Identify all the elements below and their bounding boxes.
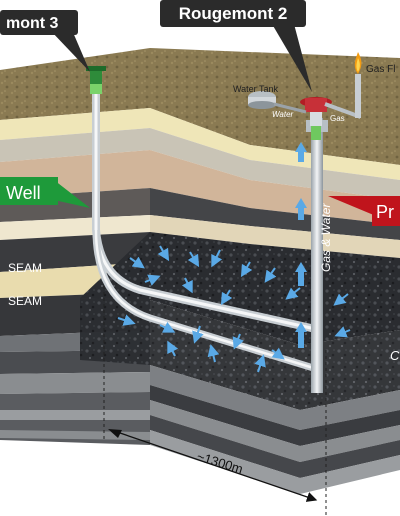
flow-arrow-icon — [295, 322, 307, 348]
flow-arrow-icon — [159, 321, 176, 333]
flow-arrow-icon — [144, 274, 161, 286]
water-tank — [248, 91, 276, 109]
flow-arrow-icon — [254, 354, 266, 373]
well-callout-pointer — [54, 180, 90, 208]
flow-arrow-icon — [295, 142, 307, 162]
flow-arrow-icon — [192, 325, 204, 344]
water-tank-label: Water Tank — [233, 84, 279, 94]
flow-arrow-icon — [271, 347, 285, 360]
flow-arrow-icon — [207, 344, 220, 363]
water-pipe-label: Water — [272, 110, 294, 119]
callout-label-right: Rougemont 2 — [179, 4, 288, 23]
well-callout-box — [0, 177, 58, 205]
dimension-arrow-icon — [119, 432, 318, 502]
flow-arrow-icon — [264, 267, 277, 283]
production-callout-box — [372, 196, 400, 226]
flow-arrow-icon — [129, 256, 145, 269]
callout-box-left — [0, 10, 78, 35]
gas-pipe-label: Gas — [330, 114, 345, 123]
production-callout-pointer — [328, 196, 376, 216]
flow-arrow-icon — [157, 245, 170, 262]
flow-arrow-icon — [232, 333, 244, 350]
seam-label-upper: SEAM — [8, 261, 42, 275]
flow-arrow-icon — [333, 293, 349, 306]
right-edge-label: C — [390, 348, 400, 363]
flow-arrow-icon — [295, 262, 307, 286]
production-callout-label: Pr — [376, 202, 394, 222]
callout-pointer-right — [272, 24, 312, 92]
seam-label-lower: SEAM — [8, 294, 42, 308]
water-pipe — [273, 102, 307, 114]
production-well-pipe — [311, 118, 323, 393]
flow-arrow-icon — [167, 340, 179, 357]
gas-flare-label: Gas Fl — [366, 64, 395, 75]
flow-arrow-icon — [211, 249, 223, 268]
callout-box-right — [160, 0, 306, 27]
flow-arrow-icon — [187, 251, 200, 268]
callout-label-left: mont 3 — [6, 15, 59, 32]
well-callout-label: Well — [6, 183, 41, 203]
up-arrows — [295, 142, 307, 348]
flow-arrow-icon — [220, 289, 233, 306]
flow-arrow-icon — [285, 287, 301, 300]
strata-right — [150, 108, 400, 258]
flow-arrow-icon — [334, 326, 351, 338]
gas-water-label: Gas & Water — [319, 203, 333, 272]
flow-arrow-icon — [295, 198, 307, 220]
wellhead-right — [300, 97, 332, 140]
flow-arrow-icon — [240, 261, 253, 278]
wellhead-icon — [305, 98, 327, 112]
wellhead-left — [86, 66, 106, 94]
gas-flare — [354, 52, 362, 118]
flow-arrow-icon — [117, 314, 136, 326]
flow-arrow-icon — [181, 277, 193, 294]
flow-arrows — [117, 245, 351, 373]
callout-pointer-left — [50, 30, 90, 72]
